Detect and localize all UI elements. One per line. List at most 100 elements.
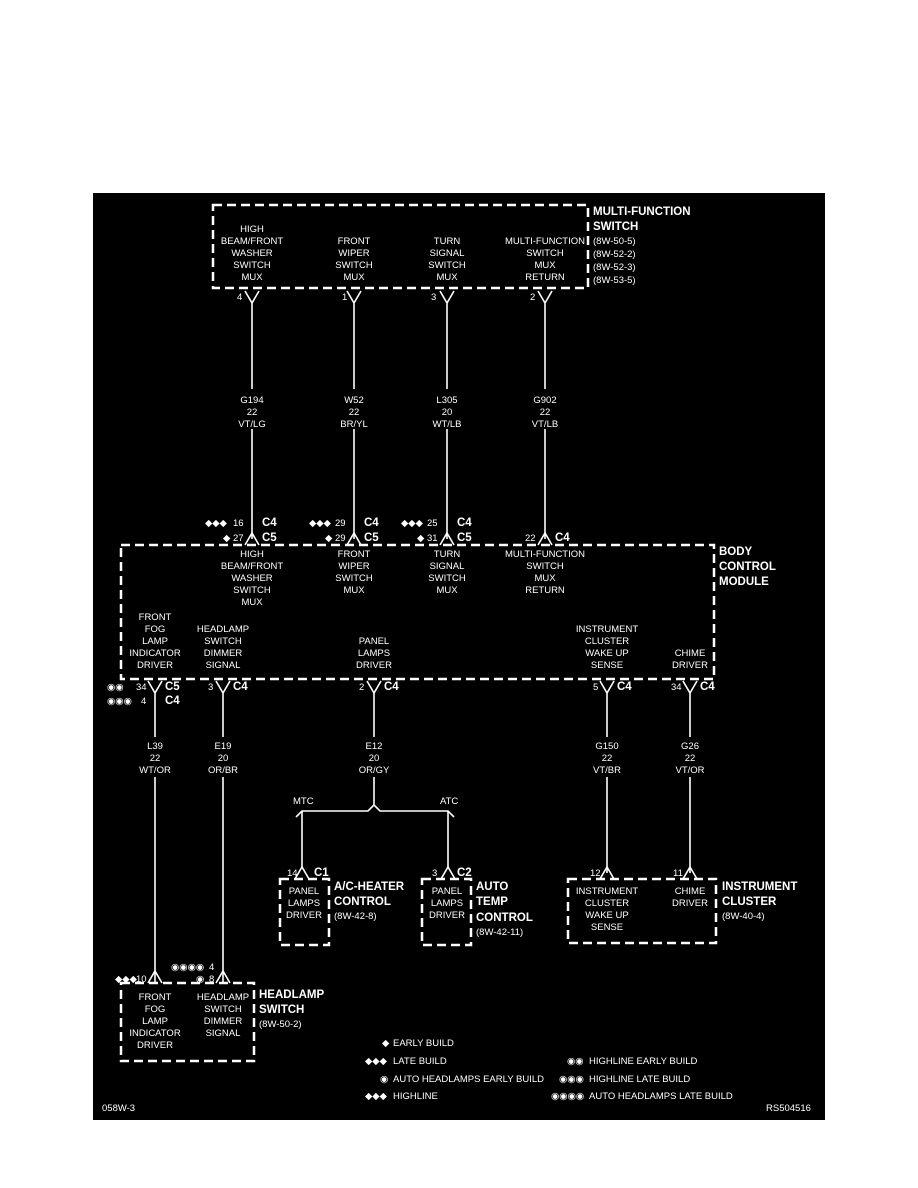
hls-label: INDICATOR <box>129 1028 181 1039</box>
mfs-label: SWITCH <box>526 248 564 259</box>
bcm-label: SWITCH <box>335 573 373 584</box>
mfs-title-1: MULTI-FUNCTION <box>593 206 691 218</box>
connector-id: C4 <box>364 517 379 529</box>
ic-connector <box>682 865 698 880</box>
atc-title-3: CONTROL <box>476 912 533 924</box>
ic-label: CHIME <box>675 886 706 897</box>
bcm-label: SIGNAL <box>430 561 465 572</box>
hls-connector <box>147 969 163 984</box>
connector-id: C5 <box>457 532 472 544</box>
bcm-pin: 29 <box>335 533 346 544</box>
bcm-label: HIGH <box>240 549 264 560</box>
wire-code: G26 <box>681 741 699 752</box>
build-symbol: ◆◆◆ <box>115 974 138 985</box>
legend-symbol: ◉ <box>380 1074 389 1085</box>
wire-gauge: 20 <box>369 753 380 764</box>
ach-label: DRIVER <box>286 910 322 921</box>
wire-l39 <box>147 680 163 983</box>
wire-gauge: 22 <box>685 753 696 764</box>
mfs-label: WASHER <box>231 248 272 259</box>
diagram-canvas: MULTI-FUNCTION SWITCH (8W-50-5) (8W-52-2… <box>102 203 811 1114</box>
bcm-label: SWITCH <box>233 585 271 596</box>
bcm-label: MUX <box>241 597 263 608</box>
wire-g150 <box>599 680 615 873</box>
bcm-title-2: CONTROL <box>719 561 776 573</box>
legend-text: HIGHLINE <box>393 1091 438 1102</box>
mfs-label: SWITCH <box>335 260 373 271</box>
wire-gauge: 20 <box>218 753 229 764</box>
wire-gauge: 22 <box>247 407 258 418</box>
legend-text: HIGHLINE EARLY BUILD <box>589 1056 698 1067</box>
ic-label: INSTRUMENT <box>576 886 638 897</box>
connector-id: C5 <box>165 681 180 693</box>
mfs-label: HIGH <box>240 224 264 235</box>
wire-gauge: 22 <box>540 407 551 418</box>
bcm-label: INSTRUMENT <box>576 624 638 635</box>
wire-g194 <box>244 290 260 539</box>
connector-id: C4 <box>617 681 632 693</box>
wire-code: W52 <box>344 395 364 406</box>
wiring-diagram: MULTI-FUNCTION SWITCH (8W-50-5) (8W-52-2… <box>93 193 825 1120</box>
bcm-connector <box>244 531 260 546</box>
wire-g26 <box>682 680 698 873</box>
mfs-label: TURN <box>434 236 461 247</box>
wire-color: WT/LB <box>432 419 461 430</box>
bcm-label: INDICATOR <box>129 648 181 659</box>
legend-symbol: ◆ <box>382 1038 390 1049</box>
wire-gauge: 22 <box>349 407 360 418</box>
bcm-label: DIMMER <box>204 648 243 659</box>
hls-label: HEADLAMP <box>197 992 249 1003</box>
mfs-label: SIGNAL <box>430 248 465 259</box>
wire-gauge: 20 <box>442 407 453 418</box>
build-symbol: ◆◆◆ <box>401 518 424 529</box>
build-symbol: ◆ <box>325 533 333 544</box>
build-symbol: ◉◉◉◉ <box>171 962 205 973</box>
bcm-pin: 4 <box>141 696 146 707</box>
bcm-label: DRIVER <box>137 660 173 671</box>
bcm-label: FRONT <box>139 612 172 623</box>
mfs-label: SWITCH <box>233 260 271 271</box>
wire-e12 <box>295 680 455 867</box>
wire-color: OR/GY <box>359 765 390 776</box>
bcm-label: MUX <box>534 573 556 584</box>
multi-function-switch-box <box>211 203 590 290</box>
connector-id: C4 <box>384 681 399 693</box>
atc-label: DRIVER <box>429 910 465 921</box>
wire-gauge: 22 <box>602 753 613 764</box>
legend-text: HIGHLINE LATE BUILD <box>589 1074 690 1085</box>
wire-gauge: 22 <box>150 753 161 764</box>
wire-g902 <box>537 290 553 539</box>
wire-code: E12 <box>366 741 383 752</box>
bcm-label: FOG <box>145 624 166 635</box>
bcm-label: LAMP <box>142 636 168 647</box>
ic-label: CLUSTER <box>585 898 629 909</box>
wire-code: G194 <box>240 395 263 406</box>
splice-label-mtc: MTC <box>293 796 314 807</box>
connector-id: C2 <box>457 867 472 879</box>
hls-ref: (8W-50-2) <box>259 1019 302 1030</box>
wire-code: G150 <box>595 741 618 752</box>
mfs-label: WIPER <box>338 248 369 259</box>
bcm-label: TURN <box>434 549 461 560</box>
wire-color: VT/OR <box>675 765 704 776</box>
bcm-pin: 3 <box>208 682 213 693</box>
bcm-pin: 31 <box>427 533 438 544</box>
bcm-label: DRIVER <box>672 660 708 671</box>
wire-code: L39 <box>147 741 163 752</box>
bcm-title-3: MODULE <box>719 576 769 588</box>
connector-id: C4 <box>555 532 570 544</box>
legend-symbol: ◆◆◆ <box>365 1056 388 1067</box>
atc-label: LAMPS <box>431 898 463 909</box>
mfs-label: SWITCH <box>428 260 466 271</box>
bcm-label: SENSE <box>591 660 623 671</box>
bcm-label: DRIVER <box>356 660 392 671</box>
ic-label: DRIVER <box>672 898 708 909</box>
mfs-label: MUX <box>534 260 556 271</box>
bcm-label: SWITCH <box>204 636 242 647</box>
hls-connector <box>215 969 231 984</box>
bcm-label: MUX <box>343 585 365 596</box>
hls-pin: 4 <box>209 962 214 973</box>
bcm-connector <box>439 531 455 546</box>
wire-color: VT/LB <box>532 419 558 430</box>
wire-w52 <box>346 290 362 539</box>
